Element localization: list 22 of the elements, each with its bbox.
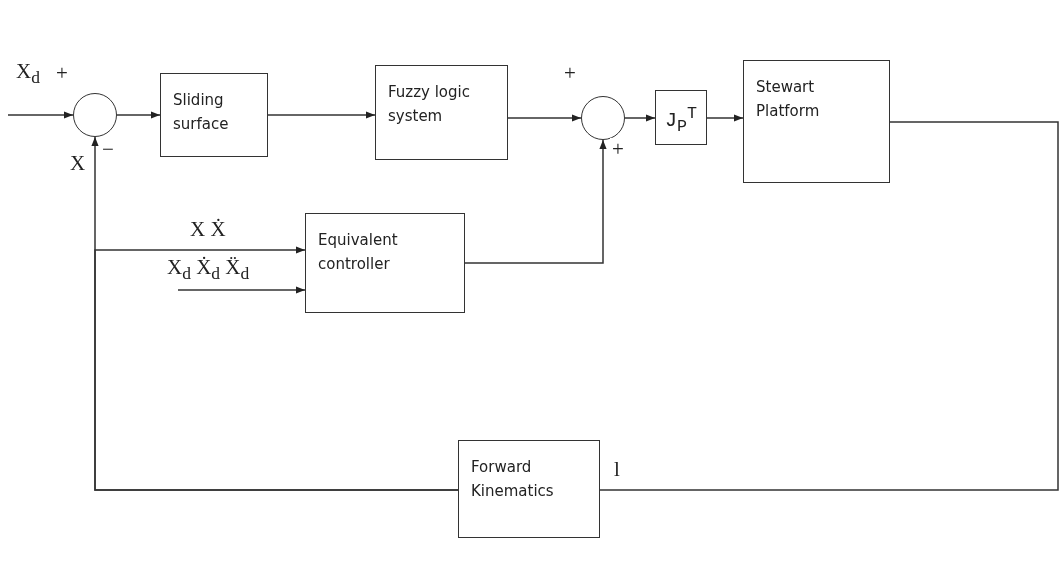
block-label: Sliding surface [173,90,230,135]
block-label: Forward Kinematics [471,457,555,502]
summing-junction [581,96,625,140]
block-label: Stewart Platform [756,77,821,122]
block-label: Fuzzy logic system [388,82,471,127]
block [305,213,465,313]
connector-arrow [116,111,161,119]
connector-arrow [94,246,459,491]
block [655,90,707,145]
block [458,440,600,538]
block [375,65,508,160]
connector-arrow [7,111,74,119]
connector-arrow [706,114,744,122]
block [743,60,890,183]
connector-arrow [624,114,656,122]
block-label: Equivalent controller [318,230,399,275]
connector-arrow [177,286,306,294]
connector-arrow [507,114,582,122]
connector-arrow [464,139,607,264]
summing-junction [73,93,117,137]
block [160,73,268,157]
connector-arrow [267,111,376,119]
